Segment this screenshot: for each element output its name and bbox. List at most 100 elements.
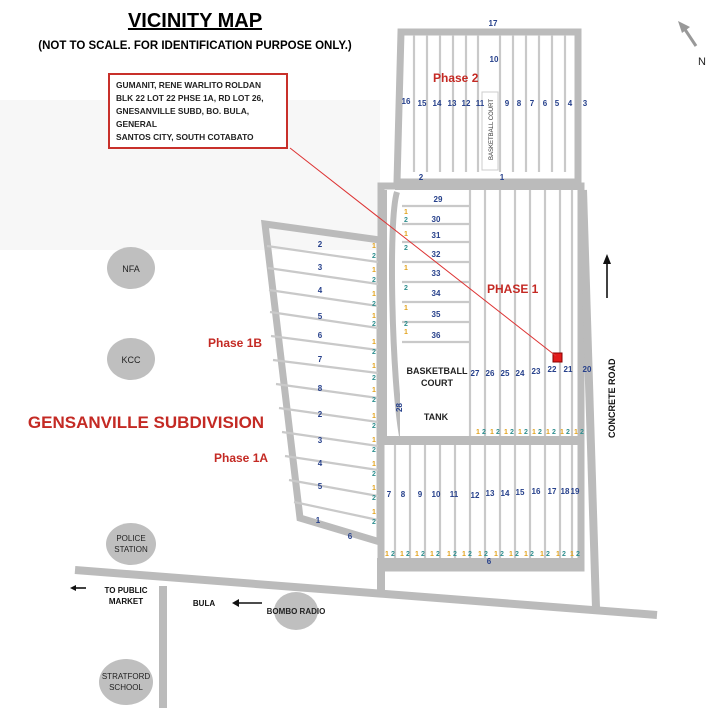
connector-road [377, 558, 385, 592]
owner-address-line: GNESANVILLE SUBD, BO. BULA, GENERAL [116, 106, 250, 129]
lot-pair-number: 2 [372, 519, 376, 526]
block-number: 7 [318, 355, 323, 364]
lot-number: 21 [564, 365, 573, 374]
basketball-court-small-label: BASKETBALL COURT [489, 99, 495, 160]
lot-pair-number: 2 [404, 285, 408, 292]
lot-number: 8 [517, 99, 522, 108]
lot-pair-number: 1 [447, 551, 451, 558]
block-number: 30 [432, 215, 441, 224]
lot-number: 18 [561, 487, 570, 496]
lot-number: 27 [471, 369, 480, 378]
lot-pair-number: 2 [496, 429, 500, 436]
bula-label: BULA [193, 599, 215, 608]
block-number: 2 [318, 240, 323, 249]
lot-pair-number: 1 [372, 485, 376, 492]
lot-pair-number: 1 [372, 363, 376, 370]
lot-pair-number: 2 [372, 301, 376, 308]
lot-pair-number: 2 [372, 321, 376, 328]
lot-pair-number: 1 [476, 429, 480, 436]
stratford-label-2: SCHOOL [109, 683, 143, 692]
lot-number: 12 [471, 491, 480, 500]
lot-pair-number: 1 [404, 231, 408, 238]
police-label-2: STATION [114, 545, 148, 554]
lot-pair-number: 1 [372, 509, 376, 516]
lot-pair-number: 2 [552, 429, 556, 436]
phase2-bottom-lot: 2 [419, 173, 424, 182]
tank-label: TANK [424, 412, 449, 422]
lot-number: 9 [505, 99, 510, 108]
lot-pair-number: 2 [372, 447, 376, 454]
lot-pair-number: 2 [372, 397, 376, 404]
lot-pair-number: 2 [391, 551, 395, 558]
block-6-label: 6 [487, 557, 492, 566]
nfa-label: NFA [122, 264, 140, 274]
lot-pair-number: 1 [574, 429, 578, 436]
lot-pair-number: 1 [430, 551, 434, 558]
lot-number: 3 [583, 99, 588, 108]
lot-pair-number: 2 [524, 429, 528, 436]
lot-pair-number: 1 [415, 551, 419, 558]
block-number: 5 [318, 312, 323, 321]
north-label: N [698, 56, 706, 68]
lot-pair-number: 1 [400, 551, 404, 558]
lot-pair-number: 2 [515, 551, 519, 558]
lot-number: 8 [401, 490, 406, 499]
block-number: 35 [432, 310, 441, 319]
lot-number: 7 [387, 490, 392, 499]
concrete-road-label: CONCRETE ROAD [607, 358, 617, 438]
lot-number: 14 [501, 489, 510, 498]
lot-number: 15 [418, 99, 427, 108]
block-number: 2 [318, 410, 323, 419]
lot-pair-number: 2 [372, 423, 376, 430]
public-market-label-2: MARKET [109, 597, 143, 606]
lot-pair-number: 1 [372, 461, 376, 468]
block-number: 1 [316, 516, 321, 525]
phase1-blocks: 29 30 31 32 33 34 35 36 [432, 195, 443, 340]
lot-pair-number: 1 [372, 437, 376, 444]
lot-number: 26 [486, 369, 495, 378]
block-number: 6 [318, 331, 323, 340]
lot-number: 11 [450, 490, 459, 499]
lot-pair-number: 1 [404, 265, 408, 272]
subject-lot-marker [552, 352, 563, 363]
lot-number: 5 [555, 99, 560, 108]
phase1b-label: Phase 1B [208, 336, 262, 350]
block-number: 33 [432, 269, 441, 278]
arrow-left-icon-market [70, 585, 86, 591]
lot-pair-number: 2 [372, 375, 376, 382]
stratford-label-1: STRATFORD [102, 672, 151, 681]
lot-pair-number: 1 [570, 551, 574, 558]
lot-number: 23 [532, 367, 541, 376]
north-arrow-icon [678, 21, 698, 47]
lot-number: 25 [501, 369, 510, 378]
lot-pair-number: 1 [560, 429, 564, 436]
lot-number: 11 [476, 99, 485, 108]
lot-number: 15 [516, 488, 525, 497]
lot-pair-number: 1 [372, 339, 376, 346]
stratford-landmark [99, 659, 153, 705]
owner-address-line: BLK 22 LOT 22 PHSE 1A, RD LOT 26, [116, 93, 264, 103]
block-number: 3 [318, 436, 323, 445]
lot-pair-number: 1 [504, 429, 508, 436]
lot-pair-number: 2 [421, 551, 425, 558]
lot-pair-number: 2 [468, 551, 472, 558]
lot-number: 4 [568, 99, 573, 108]
road-arrow-icon [603, 254, 611, 298]
subdivision-name: GENSANVILLE SUBDIVISION [28, 413, 264, 432]
lot-pair-number: 1 [404, 305, 408, 312]
lot-number: 17 [548, 487, 557, 496]
lot-pair-number: 1 [372, 291, 376, 298]
lot-number: 13 [486, 489, 495, 498]
nfa-landmark [107, 247, 155, 289]
block-number: 31 [432, 231, 441, 240]
lot-number: 24 [516, 369, 525, 378]
basketball-court-label-1: BASKETBALL [407, 366, 468, 376]
main-road [74, 566, 658, 619]
callout-line [289, 147, 557, 357]
lot-pair-number: 2 [538, 429, 542, 436]
lot-pair-number: 1 [372, 267, 376, 274]
lot-pair-number: 2 [566, 429, 570, 436]
lot-pair-number: 2 [372, 471, 376, 478]
lot-pair-number: 2 [484, 551, 488, 558]
kcc-label: KCC [121, 355, 141, 365]
